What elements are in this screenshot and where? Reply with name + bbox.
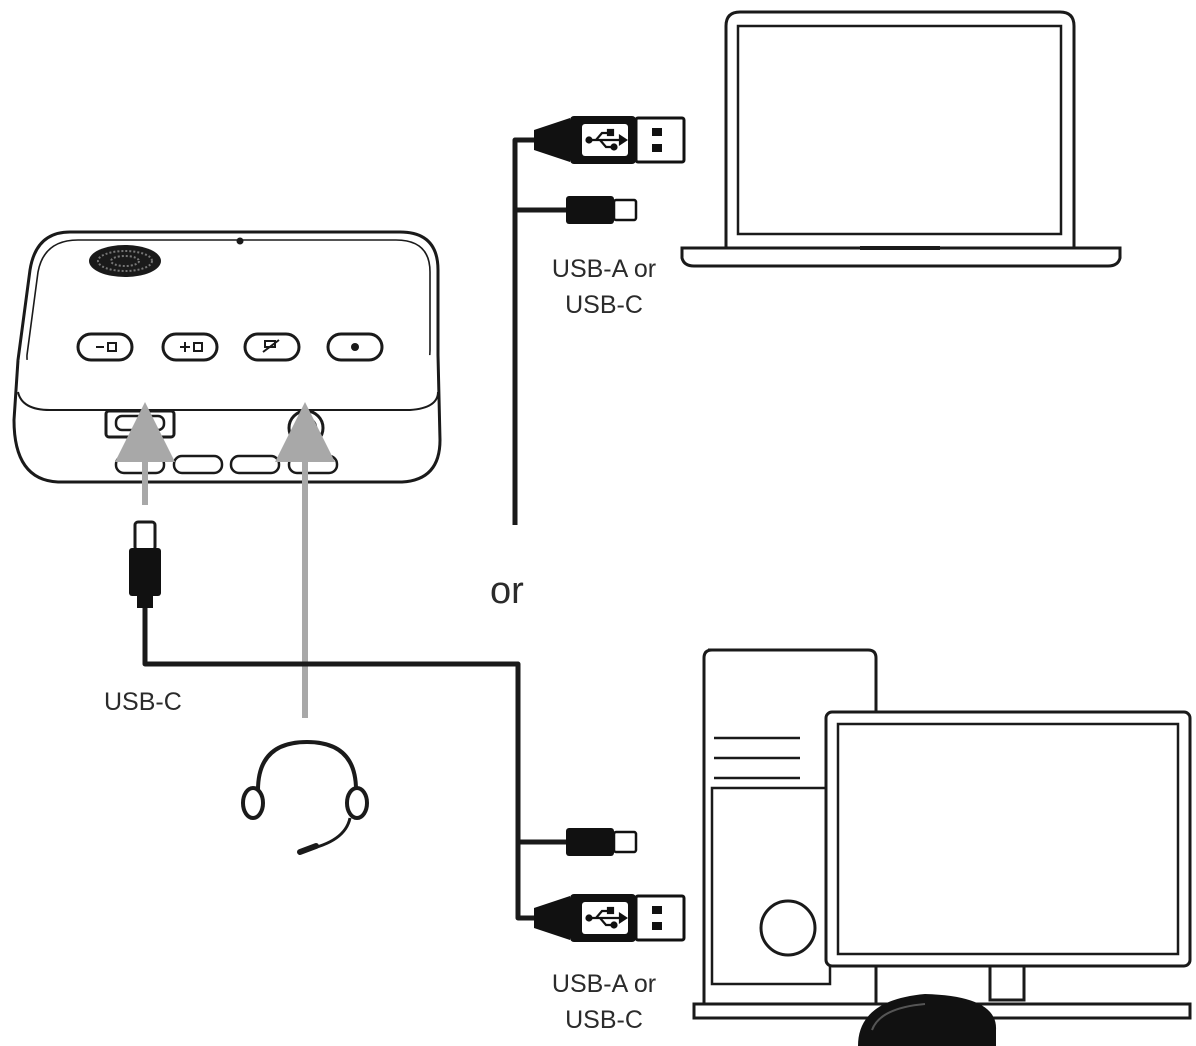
speaker-grille	[89, 245, 161, 277]
main-cable	[142, 608, 536, 921]
laptop	[680, 10, 1122, 268]
laptop-cable-label-line1: USB-A or	[551, 255, 657, 283]
desktop-cable-label-line2: USB-C	[565, 1006, 643, 1034]
top-button-volume-down	[76, 332, 134, 362]
laptop-usb-c-plug	[566, 196, 638, 224]
top-button-call	[326, 332, 384, 362]
usb-c-port	[104, 409, 176, 439]
laptop-usb-a-plug	[534, 116, 686, 164]
desktop-usb-a-plug	[534, 894, 686, 942]
desktop-cable-label-line1: USB-A or	[551, 970, 657, 998]
speakerphone-hub	[12, 230, 442, 484]
device-cable-label: USB-C	[104, 688, 182, 716]
desktop-cable-label: USB-A or USB-C	[548, 966, 660, 1038]
grey-arrows	[115, 402, 335, 718]
usb-trident-icon	[585, 128, 628, 151]
or-label: or	[490, 570, 524, 612]
top-button-volume-up	[161, 332, 219, 362]
desktop-usb-c-plug	[566, 828, 638, 856]
laptop-cable-label-line2: USB-C	[565, 291, 643, 319]
headset-icon	[241, 739, 369, 855]
usb-trident-icon	[585, 906, 628, 929]
mouse-icon	[858, 994, 997, 1046]
laptop-cable	[512, 137, 536, 525]
hub-usb-c-plug	[129, 520, 161, 608]
top-button-mute	[243, 332, 301, 362]
laptop-cable-label: USB-A or USB-C	[548, 251, 660, 323]
